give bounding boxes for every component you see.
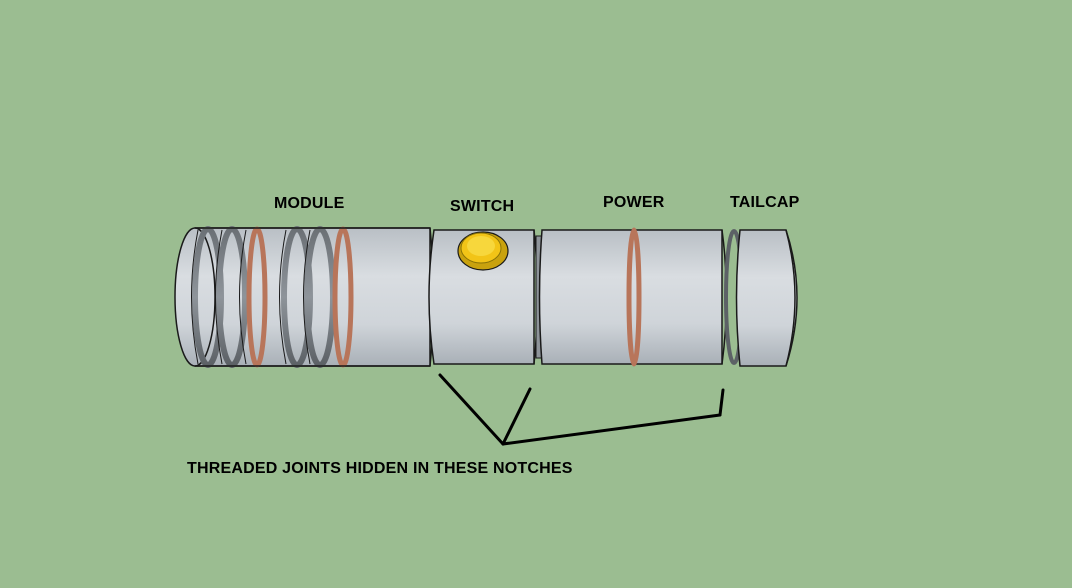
groove-2 [216,226,248,368]
switch-label: SWITCH [450,198,515,215]
copper-ring-1 [246,226,268,368]
tailcap-section [735,229,798,367]
callout-label: THREADED JOINTS HIDDEN IN THESE NOTCHES [187,460,573,477]
module-section [174,226,435,368]
callout-lines [438,373,725,446]
copper-ring-3 [626,227,642,367]
switch-button [457,231,509,271]
copper-ring-2 [332,226,354,368]
switch-section [428,229,539,365]
module-label: MODULE [274,195,345,212]
power-section [538,227,728,367]
power-label: POWER [603,194,665,211]
tailcap-label: TAILCAP [730,194,800,211]
